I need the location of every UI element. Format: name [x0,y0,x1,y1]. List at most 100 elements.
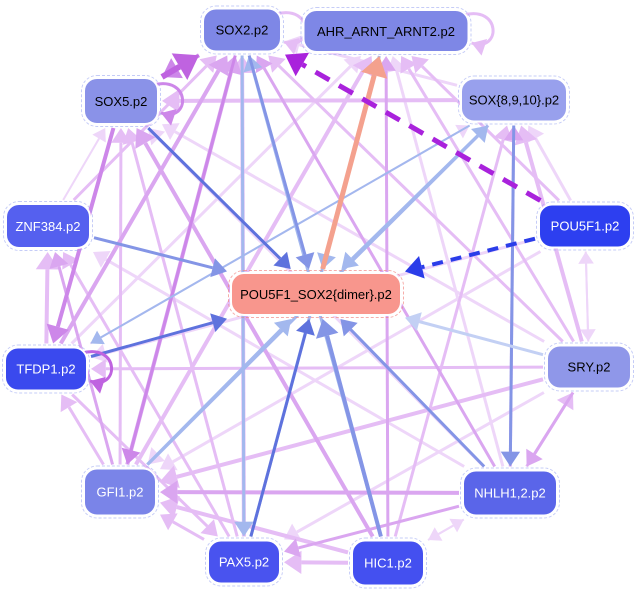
edge-sry-tfdp1 [105,365,544,371]
edge-gfi1-dimer [146,328,282,466]
node-tfdp1[interactable]: TFDP1.p2 [2,344,90,394]
edge-arrowhead [160,480,178,504]
node-sry[interactable]: SRY.p2 [544,342,634,392]
node-pax5[interactable]: PAX5.p2 [205,537,283,587]
edge-arrowhead [234,521,254,537]
edge-arrowhead [92,128,106,143]
edge-tfdp1-dimer [90,321,214,358]
edge-arrowhead [284,538,301,558]
edge-arrowhead [49,252,69,269]
edge-arrowhead [578,251,594,264]
edge-arrowhead [46,323,69,344]
node-hic1[interactable]: HIC1.p2 [349,537,427,589]
edge-sry-dimer [418,320,544,357]
edge-arrowhead [315,319,339,339]
edge-arrowhead [62,252,80,270]
edge-sox2-dimer [247,55,307,256]
edge-arrowhead [295,252,315,269]
edge-arrowhead [210,258,227,278]
edge-arrowhead [273,251,291,269]
node-dimer[interactable]: POU5F1_SOX2{dimer}.p2 [228,270,404,318]
edge-arrowhead [514,125,538,146]
node-sox5[interactable]: SOX5.p2 [81,75,161,127]
edge-arrowhead [90,376,106,394]
edge-sox5-dimer [147,126,282,260]
edge-sox8910-sox5 [179,98,458,103]
edge-arrowhead [500,451,521,467]
node-label: SOX5.p2 [94,93,148,109]
node-label: SOX{8,9,10}.p2 [468,92,560,108]
edge-pax5-gfi1 [172,520,205,541]
edge-hic1-gfi1 [176,505,349,555]
node-pou5f1[interactable]: POU5F1.p2 [536,201,634,251]
edge-hic1-sox5 [143,142,375,538]
edge-pou5f1-gfi1 [172,250,542,464]
node-label: AHR_ARNT_ARNT2.p2 [317,23,455,39]
edge-arrowhead [200,519,218,537]
edge-arrowhead [411,56,429,74]
edge-arrowhead [255,55,273,74]
edge-arrowhead [284,550,302,574]
edge-znf384-sox5 [62,138,100,201]
edge-arrowhead [405,312,422,331]
node-label: GFI1.p2 [96,484,144,500]
edge-sox8910-dimer [351,124,490,260]
edge-dimer-ahr [320,74,377,270]
edge-sox2-gfi1 [129,55,237,451]
edge-sry-pax5 [296,391,545,534]
edge-arrowhead [405,255,425,279]
node-label: SOX2.p2 [215,22,269,38]
edge-pou5f1-sox2 [301,62,542,203]
edge-nhlh12-sox2 [262,67,496,468]
edge-tfdp1-pax5 [71,393,209,528]
edge-nhlh12-gfi1 [177,490,460,495]
edge-arrowhead [60,394,78,413]
edge-nhlh12-znf384 [105,258,465,468]
edge-sry-pou5f1 [585,263,590,342]
edge-arrowhead [111,128,131,143]
edge-arrowhead [273,319,292,337]
edge-tfdp1-sox2 [59,69,221,345]
node-ahr[interactable]: AHR_ARNT_ARNT2.p2 [300,7,472,55]
edge-hic1-nhlh12 [427,524,454,541]
edge-arrowhead [121,447,141,465]
edge-sry-sox2 [277,64,564,343]
edge-tfdp1-znf384 [44,269,50,344]
node-label: PAX5.p2 [218,554,270,570]
edge-arrowhead [268,55,286,73]
edge-arrowhead [161,108,177,126]
edge-sox8910-nhlh12 [508,125,516,452]
edge-sox8910-tfdp1 [100,124,471,339]
node-label: POU5F1.p2 [550,218,620,234]
node-nhlh12[interactable]: NHLH1,2.p2 [460,467,560,519]
node-label: TFDP1.p2 [16,361,76,377]
edge-arrowhead [91,359,106,379]
edge-nhlh12-dimer [349,328,486,468]
edge-pax5-dimer [249,332,307,537]
edge-arrowhead [171,53,199,80]
edge-arrowhead [92,251,111,268]
edge-nhlh12-ahr [395,69,505,467]
edge-pax5-sox5 [130,141,239,537]
node-label: SRY.p2 [567,359,611,375]
edge-pou5f1-ahr [421,65,561,202]
edge-sry-nhlh12 [533,391,575,455]
node-sox2[interactable]: SOX2.p2 [200,5,284,55]
edge-arrowhead [526,448,543,467]
edge-hic1-sox8910 [393,139,505,537]
node-znf384[interactable]: ZNF384.p2 [3,201,93,251]
node-sox8910[interactable]: SOX{8,9,10}.p2 [458,75,570,125]
edge-gfi1-ahr [134,70,365,466]
node-label: POU5F1_SOX2{dimer}.p2 [240,286,392,302]
edge-arrowhead [162,123,180,141]
edge-sry-sox5 [174,130,545,343]
node-label: ZNF384.p2 [15,218,81,234]
edge-arrowhead [208,55,229,77]
node-label: HIC1.p2 [364,555,412,571]
edge-arrowhead [340,319,358,337]
edge-arrowhead [160,513,178,531]
node-gfi1[interactable]: GFI1.p2 [81,465,159,519]
edge-arrowhead [199,55,217,73]
edge-arrowhead [162,89,180,113]
